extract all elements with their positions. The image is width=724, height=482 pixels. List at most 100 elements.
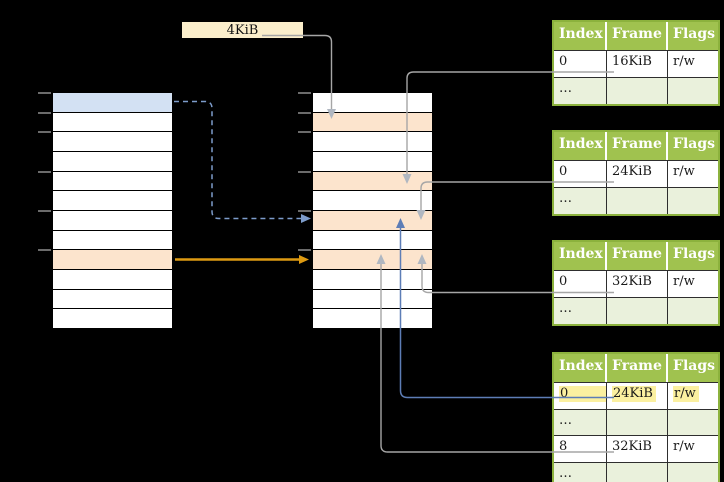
page-table-cell: 0 bbox=[554, 383, 607, 409]
page-table-cell: … bbox=[554, 298, 607, 324]
address-tick bbox=[298, 249, 311, 252]
cell-text: 0 bbox=[559, 164, 568, 179]
address-tick bbox=[298, 92, 311, 94]
page-table-row: … bbox=[554, 187, 718, 214]
memory-row bbox=[53, 132, 172, 153]
page-table-row: 8 32KiB r/w bbox=[554, 435, 718, 462]
memory-row bbox=[313, 230, 432, 251]
cell-text: 24KiB bbox=[612, 164, 652, 179]
memory-row bbox=[53, 289, 172, 310]
memory-row bbox=[53, 191, 172, 212]
column-header: Flags bbox=[673, 246, 715, 262]
address-tick bbox=[298, 210, 311, 212]
page-table-cell bbox=[607, 78, 668, 104]
cell-text: r/w bbox=[673, 54, 695, 69]
address-tick bbox=[38, 170, 51, 173]
page-table-cell: 32KiB bbox=[607, 271, 668, 297]
address-tick bbox=[38, 249, 51, 252]
page-table-cell: 0 bbox=[554, 271, 607, 297]
cell-text: 0 bbox=[559, 54, 568, 69]
page-table-cell: r/w bbox=[668, 383, 718, 409]
page-table-row: 0 16KiB r/w bbox=[554, 50, 718, 77]
cell-text: 0 bbox=[559, 274, 568, 289]
page-table-cell bbox=[607, 188, 668, 214]
page-table-cell: r/w bbox=[668, 51, 718, 77]
page-table-cell: 32KiB bbox=[607, 436, 668, 462]
cell-text: 32KiB bbox=[612, 439, 652, 454]
cell-text: … bbox=[559, 81, 572, 96]
page-table-row: 0 24KiB r/w bbox=[554, 160, 718, 187]
page-table-row: 0 32KiB r/w bbox=[554, 270, 718, 297]
page-table-cell bbox=[668, 410, 718, 436]
memory-row bbox=[53, 171, 172, 192]
column-header: Frame bbox=[607, 132, 668, 160]
memory-row bbox=[313, 132, 432, 153]
page-size-text: 4KiB bbox=[226, 22, 259, 38]
column-header: Flags bbox=[673, 26, 715, 42]
cell-text: r/w bbox=[673, 439, 695, 454]
cell-text: r/w bbox=[673, 164, 695, 179]
page-table-cell bbox=[668, 463, 718, 482]
address-tick bbox=[298, 170, 311, 173]
page-table-cell: 16KiB bbox=[607, 51, 668, 77]
page-table-cell: … bbox=[554, 188, 607, 214]
page-table-row: … bbox=[554, 461, 718, 482]
page-table-cell: r/w bbox=[668, 271, 718, 297]
physical-memory-column bbox=[298, 92, 433, 330]
page-table-cell bbox=[668, 188, 718, 214]
arrow-virtual-page-to-frame-24k-dashed bbox=[174, 100, 311, 223]
page-table-row: … bbox=[554, 77, 718, 104]
page-table-cell bbox=[607, 409, 668, 435]
memory-row bbox=[313, 171, 432, 192]
page-table-row: … bbox=[554, 297, 718, 324]
address-tick bbox=[298, 111, 311, 114]
page-table-cell: … bbox=[554, 409, 607, 435]
virtual-memory-column bbox=[38, 92, 173, 330]
cell-text: 0 bbox=[559, 386, 606, 402]
memory-row bbox=[313, 191, 432, 212]
column-header: Index bbox=[554, 242, 607, 270]
memory-row bbox=[53, 270, 172, 290]
column-header: Flags bbox=[673, 136, 715, 152]
address-tick bbox=[38, 111, 51, 114]
memory-row bbox=[53, 93, 172, 113]
page-table-cell: 8 bbox=[554, 436, 607, 462]
cell-text: … bbox=[559, 301, 572, 316]
column-header: Frame bbox=[607, 242, 668, 270]
memory-row bbox=[53, 309, 172, 330]
cell-text: … bbox=[559, 465, 572, 481]
cell-text: r/w bbox=[673, 274, 695, 289]
cell-text: r/w bbox=[673, 386, 699, 402]
page-table-cell: 0 bbox=[554, 161, 607, 187]
page-table-cell: r/w bbox=[668, 161, 718, 187]
page-size-label: 4KiB bbox=[182, 22, 303, 38]
memory-row bbox=[313, 309, 432, 330]
page-table-cell: 24KiB bbox=[607, 383, 668, 409]
page-table-cell bbox=[668, 78, 718, 104]
memory-row bbox=[53, 250, 172, 271]
memory-row bbox=[53, 230, 172, 251]
column-header: Index bbox=[554, 22, 607, 50]
column-header: Frame bbox=[607, 354, 668, 382]
cell-text: … bbox=[559, 412, 572, 428]
memory-row bbox=[53, 152, 172, 172]
cell-text: … bbox=[559, 191, 572, 206]
memory-row bbox=[53, 112, 172, 133]
column-header: Flags bbox=[673, 358, 715, 374]
cell-text: 32KiB bbox=[612, 274, 652, 289]
column-header: Index bbox=[554, 354, 607, 382]
page-table-cell bbox=[607, 298, 668, 324]
address-tick bbox=[298, 131, 311, 134]
memory-row bbox=[313, 112, 432, 133]
memory-row bbox=[313, 93, 432, 113]
